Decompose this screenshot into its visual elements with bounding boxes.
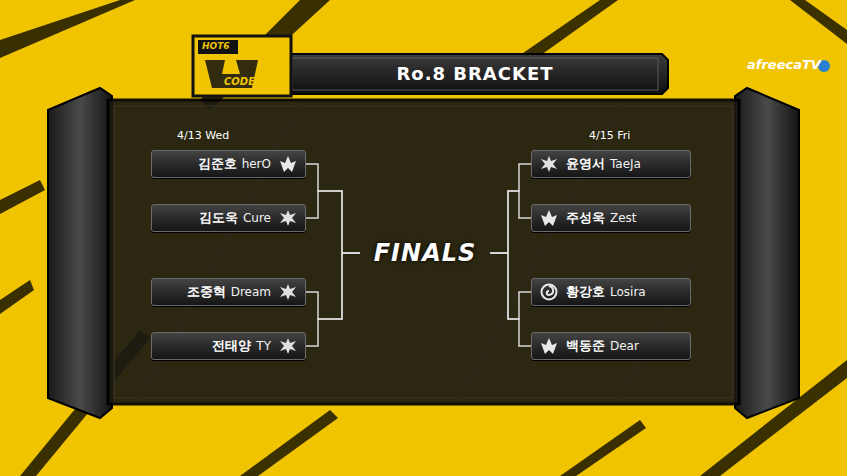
frame-pillar [48, 88, 112, 418]
frame-pillar [735, 88, 799, 418]
bracket-line [306, 164, 360, 253]
player-id: TaeJa [610, 157, 641, 171]
player-name: 주성욱 [566, 209, 605, 227]
bracket-panel [108, 100, 739, 404]
player-box: 조중혁 Dream [151, 278, 306, 306]
finals-text: FINALS [374, 239, 477, 267]
player-box: 김준호 herO [151, 150, 306, 178]
race-icon [540, 283, 558, 301]
panel-texture [140, 106, 700, 398]
bracket-line [490, 253, 531, 319]
panel-inner-border [114, 106, 733, 398]
bracket-line [306, 253, 360, 319]
bracket-line [306, 253, 360, 346]
player-box: 백동준 Dear [531, 332, 691, 360]
player-id: Cure [243, 211, 271, 225]
finals-label-box: FINALS [360, 236, 490, 270]
player-box: 주성욱 Zest [531, 204, 691, 232]
logo-text: CODE S [224, 76, 266, 87]
player-id: Zest [610, 211, 637, 225]
logo-text: HOT6 [202, 41, 230, 51]
race-icon [540, 155, 558, 173]
date-label: 4/13 Wed [177, 129, 229, 142]
player-name: 윤영서 [566, 155, 605, 173]
bracket-line [490, 191, 531, 253]
title-bar [288, 54, 668, 94]
race-icon [279, 155, 297, 173]
player-box: 김도욱 Cure [151, 204, 306, 232]
logo-tab [198, 40, 238, 54]
race-icon [279, 337, 297, 355]
player-box: 전태양 TY [151, 332, 306, 360]
bracket-line [490, 164, 531, 253]
player-name: 조중혁 [187, 283, 226, 301]
player-id: Losira [610, 285, 646, 299]
player-name: 황강호 [566, 283, 605, 301]
bracket-title: Ro.8 BRACKET [300, 59, 650, 89]
player-id: herO [242, 157, 271, 171]
broadcaster-mark: afreecaTV [747, 57, 821, 72]
title-bar-edge [292, 58, 658, 90]
race-icon [279, 283, 297, 301]
player-name: 김도욱 [199, 209, 238, 227]
race-icon [279, 209, 297, 227]
player-box: 윤영서 TaeJa [531, 150, 691, 178]
race-icon [540, 209, 558, 227]
player-name: 전태양 [212, 337, 251, 355]
bracket-line [306, 191, 360, 253]
player-name: 백동준 [566, 337, 605, 355]
player-id: TY [256, 339, 271, 353]
race-icon [540, 337, 558, 355]
logo-badge [193, 36, 291, 96]
player-id: Dear [610, 339, 639, 353]
player-name: 김준호 [198, 155, 237, 173]
date-label: 4/15 Fri [589, 129, 630, 142]
bracket-line [490, 253, 531, 346]
player-id: Dream [231, 285, 271, 299]
player-box: 황강호 Losira [531, 278, 691, 306]
